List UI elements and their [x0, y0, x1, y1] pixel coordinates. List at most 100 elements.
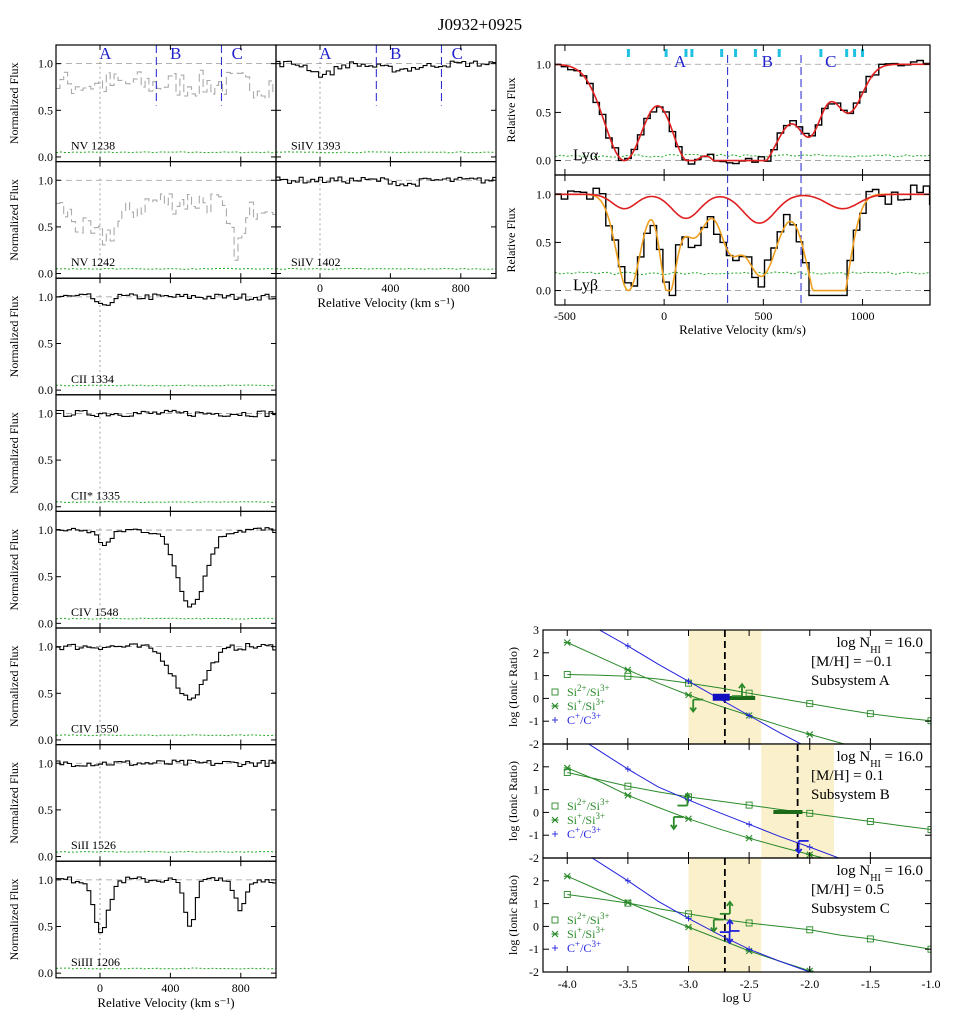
- legend-label-part: Si: [567, 913, 578, 927]
- marker-plus: [685, 915, 692, 922]
- y-axis-label: Normalized Flux: [7, 62, 21, 144]
- flux-spectrum: [56, 759, 276, 768]
- arrow-head: [794, 848, 803, 855]
- y-tick-label: 1.0: [38, 756, 53, 770]
- component-tick: [819, 49, 823, 57]
- alt-fit-curve: [555, 193, 930, 292]
- arrow-head: [683, 792, 692, 799]
- legend-label-part: 3+: [595, 811, 605, 821]
- error-spectrum: [554, 271, 931, 276]
- x-axis-label: Relative Velocity (km/s): [679, 322, 806, 337]
- legend-label-part: /Si: [587, 685, 601, 699]
- voigt-fit-curve: [555, 193, 930, 224]
- marker-asterisk: [624, 899, 632, 906]
- y-axis-label: Normalized Flux: [7, 762, 21, 844]
- nhi-value: = 16.0: [881, 863, 923, 879]
- legend-label-part: 3+: [600, 797, 610, 807]
- legend-label-part: /Si: [582, 813, 596, 827]
- legend-label-part: /Si: [587, 799, 601, 813]
- x-tick-label: -2.5: [740, 977, 759, 991]
- arrow-head: [725, 938, 734, 945]
- y-axis-label: Relative Flux: [504, 208, 518, 273]
- legend-label-part: 2+: [577, 797, 587, 807]
- y-tick-label: 0.5: [38, 803, 53, 817]
- y-tick-label: 1.0: [536, 187, 551, 201]
- ion-label: SiII 1526: [71, 838, 116, 852]
- y-axis-label: Normalized Flux: [7, 529, 21, 611]
- metallicity-label: [M/H] = 0.5: [811, 882, 884, 898]
- lower-limit-arrow: [677, 792, 692, 807]
- masked-spectrum: [56, 193, 276, 261]
- legend-label-part: 3+: [600, 683, 610, 693]
- metallicity-label: [M/H] = −0.1: [811, 654, 893, 670]
- x-tick-label: -1.0: [922, 977, 941, 991]
- panel-plot-area: [563, 608, 931, 744]
- x-tick-label: -2.0: [800, 977, 819, 991]
- upper-limit-arrow: [670, 816, 684, 831]
- legend-label-part: /Si: [587, 913, 601, 927]
- marker-plus: [552, 945, 558, 951]
- voigt-fit-curve: [555, 63, 930, 162]
- error-spectrum: [55, 734, 277, 737]
- transition-label: Lyβ: [573, 277, 598, 294]
- upper-limit-arrow: [794, 840, 809, 855]
- marker-stroke: [928, 999, 934, 1005]
- flux-spectrum: [56, 876, 276, 934]
- arrow-head: [670, 824, 678, 831]
- y-tick-label: -1: [529, 714, 539, 728]
- subsystem-name: Subsystem C: [811, 901, 890, 917]
- y-axis-label: Normalized Flux: [7, 179, 21, 261]
- legend-label: Si2+/Si3+: [567, 911, 610, 927]
- legend-label-part: 3+: [600, 911, 610, 921]
- legend-label-part: 3+: [591, 825, 601, 835]
- arrow-head: [726, 918, 734, 925]
- marker-square: [745, 919, 753, 927]
- marker-square: [563, 671, 571, 678]
- legend-label-part: /Si: [582, 699, 596, 713]
- y-tick-label: 0.5: [536, 235, 551, 249]
- error-spectrum: [55, 384, 277, 387]
- legend-label: Si2+/Si3+: [567, 797, 610, 813]
- ion-label: CIV 1550: [71, 722, 118, 736]
- lower-limit-arrow: [719, 900, 734, 915]
- y-tick-label: 0.0: [38, 267, 53, 281]
- marker-asterisk: [563, 764, 571, 772]
- y-tick-label: 0.5: [38, 336, 53, 350]
- marker-plus: [806, 844, 813, 851]
- x-axis-label: Relative Velocity (km s⁻¹): [97, 995, 234, 1010]
- x-tick-label: 0: [317, 281, 323, 295]
- legend-label-part: +: [575, 711, 580, 721]
- marker-square: [927, 826, 931, 833]
- y-tick-label: 0.0: [38, 966, 53, 980]
- marker-plus: [552, 717, 558, 723]
- y-tick-label: 1.0: [38, 640, 53, 654]
- legend-label-part: +: [577, 697, 582, 707]
- legend-label-part: 3+: [595, 925, 605, 935]
- y-tick-label: 0.0: [38, 150, 53, 164]
- y-tick-label: 0.5: [38, 686, 53, 700]
- ion-label: SiIII 1206: [71, 955, 120, 969]
- error-spectrum: [55, 850, 276, 853]
- marker-plus: [685, 678, 692, 685]
- panel-plot-area: [563, 744, 931, 858]
- legend: Si2+/Si3+Si+/Si3+C+/C3+: [551, 797, 610, 841]
- legend-label: Si+/Si3+: [567, 925, 605, 941]
- y-tick-label: 0.0: [38, 500, 53, 514]
- upper-limit-arrow: [710, 918, 724, 934]
- marker-plus: [928, 1015, 934, 1021]
- marker-square: [866, 818, 874, 825]
- component-tick: [720, 49, 724, 57]
- y-axis-label: log (Ionic Ratio): [506, 761, 520, 841]
- y-tick-label: 1.0: [38, 57, 53, 71]
- x-tick-label: 1000: [851, 309, 875, 323]
- marker-plus: [564, 608, 570, 614]
- arrow-head: [710, 927, 718, 934]
- nhi-prefix: log N: [836, 749, 870, 765]
- y-tick-label: 0.0: [536, 154, 551, 168]
- y-tick-label: 0.5: [38, 453, 53, 467]
- y-tick-label: 0: [533, 691, 539, 705]
